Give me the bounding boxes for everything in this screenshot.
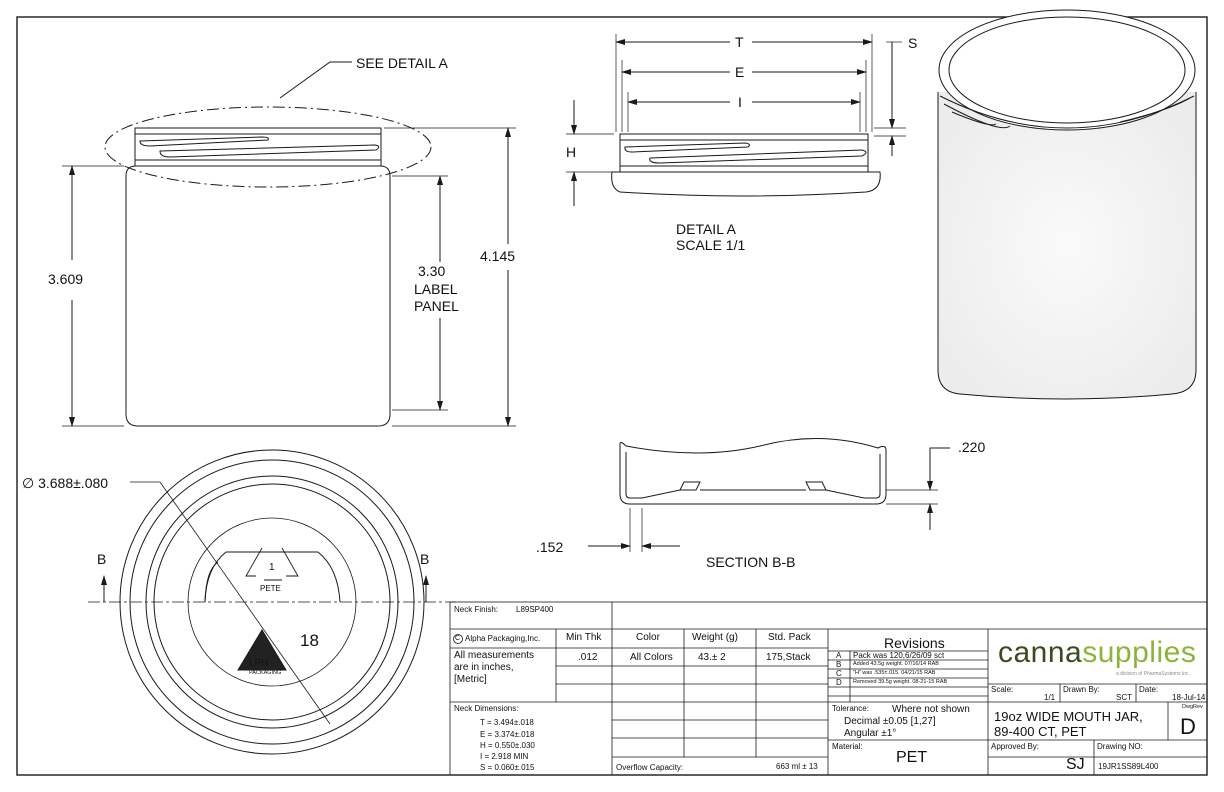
rev-c-letter: C — [836, 669, 842, 678]
dim-s-label: S — [908, 35, 918, 51]
detail-a-neck — [611, 133, 881, 197]
neck-finish-value: L89SP400 — [516, 605, 554, 614]
dim-overall-height: 4.145 — [480, 248, 516, 264]
overflow-value: 663 ml ± 13 — [776, 762, 818, 771]
weight-value: 43.± 2 — [698, 652, 726, 663]
part-description-line2: 89-400 CT, PET — [994, 724, 1087, 739]
rev-a-text: Pack was 120,6/26/09 sct — [853, 651, 945, 660]
neck-dim-i: I = 2.918 MIN — [480, 752, 529, 761]
dim-base-diameter: ∅ 3.688±.080 — [22, 475, 109, 491]
color-header: Color — [636, 632, 660, 643]
logo-text: LPH — [249, 658, 269, 669]
pack-header: Std. Pack — [768, 632, 811, 643]
revisions-header: Revisions — [884, 635, 945, 651]
part-description-line1: 19oz WIDE MOUTH JAR, — [994, 709, 1143, 724]
title-block — [449, 601, 1208, 776]
rev-a-letter: A — [836, 651, 842, 660]
section-b-b-base — [619, 438, 887, 505]
section-b-b-title: SECTION B-B — [706, 554, 796, 570]
brand-logo-part2: supplies — [1082, 636, 1197, 669]
rev-d-letter: D — [836, 678, 842, 687]
detail-a-scale: SCALE 1/1 — [676, 237, 746, 253]
neck-finish-label: Neck Finish: — [454, 605, 499, 614]
recycle-label: PETE — [260, 584, 281, 593]
see-detail-callout: SEE DETAIL A — [356, 55, 448, 71]
dim-wall-thickness: .152 — [536, 539, 564, 555]
company-name: Alpha Packaging,Inc. — [465, 634, 541, 643]
pack-value: 175,Stack — [766, 652, 811, 663]
copyright-letter: C — [455, 635, 461, 642]
brand-logo-part1: canna — [998, 636, 1083, 669]
tolerance-label: Tolerance: — [832, 704, 869, 713]
date-value: 18-Jul-14 — [1172, 693, 1206, 702]
drawing-no-label: Drawing NO: — [1097, 742, 1143, 751]
jar-3d-view — [937, 9, 1197, 400]
bottom-view — [88, 449, 456, 755]
tolerance-line1: Where not shown — [892, 704, 970, 715]
neck-dim-h: H = 0.550±.030 — [480, 741, 535, 750]
side-view-jar — [104, 61, 432, 427]
rev-d-text: Removed 39.5g weight. 08-21-15 RAB — [853, 679, 948, 685]
measure-line3: [Metric] — [454, 674, 487, 685]
dim-e-label: E — [735, 64, 745, 80]
tolerance-line2: Decimal ±0.05 [1,27] — [844, 716, 936, 727]
dim-label-height: 3.30 — [418, 263, 446, 279]
color-value: All Colors — [630, 652, 673, 663]
neck-dim-s: S = 0.060±.015 — [480, 763, 535, 772]
approved-by-value: SJ — [1066, 756, 1085, 773]
dim-body-height: 3.609 — [48, 271, 84, 287]
measure-line2: are in inches, — [454, 662, 514, 673]
scale-label: Scale: — [991, 685, 1014, 694]
rev-b-text: Added 43.5g weight. 07/16/14 RAB — [853, 661, 939, 667]
logo-subtext: PACKAGING — [249, 670, 282, 676]
neck-dim-t: T = 3.494±.018 — [480, 718, 534, 727]
section-marker-right: B — [420, 551, 430, 567]
rev-b-letter: B — [836, 660, 842, 669]
neck-dim-e: E = 3.374±.018 — [480, 730, 535, 739]
dim-h-label: H — [566, 144, 577, 160]
dim-i-label: I — [738, 94, 742, 110]
drawn-by-label: Drawn By: — [1063, 685, 1100, 694]
label-panel-line1: LABEL — [414, 281, 458, 297]
brand-tagline: a division of PharmaSystems Inc. — [1116, 671, 1190, 677]
recycle-code: 1 — [269, 562, 275, 573]
dim-t-label: T — [735, 34, 744, 50]
neck-dims-label: Neck Dimensions: — [454, 704, 519, 713]
material-value: PET — [896, 749, 928, 766]
section-marker-left: B — [97, 551, 107, 567]
approved-by-label: Approved By: — [991, 742, 1040, 751]
material-label: Material: — [832, 742, 863, 751]
weight-header: Weight (g) — [692, 632, 738, 643]
dwgrev-value: D — [1180, 714, 1196, 739]
drawn-by-value: SCT — [1116, 693, 1132, 702]
dwgrev-label: DwgRev — [1182, 704, 1203, 710]
date-label: Date: — [1139, 685, 1159, 694]
min-thk-header: Min Thk — [566, 632, 602, 643]
scale-value: 1/1 — [1044, 693, 1056, 702]
tolerance-line3: Angular ±1° — [844, 728, 897, 739]
drawing-no-value: 19JR1SS89L400 — [1098, 762, 1159, 771]
label-panel-line2: PANEL — [414, 298, 459, 314]
copyright-mark — [453, 634, 463, 644]
rev-c-text: "H" was .535±.015. 04/21/15 RAB — [853, 670, 936, 676]
dim-bottom-recess: .220 — [958, 439, 986, 455]
brand-logo: cannasupplies — [998, 638, 1196, 668]
detail-a-title: DETAIL A — [676, 221, 736, 237]
overflow-label: Overflow Capacity: — [616, 763, 684, 772]
min-thk-value: .012 — [578, 652, 598, 663]
measure-line1: All measurements — [454, 650, 535, 661]
cavity-number: 18 — [300, 631, 319, 650]
